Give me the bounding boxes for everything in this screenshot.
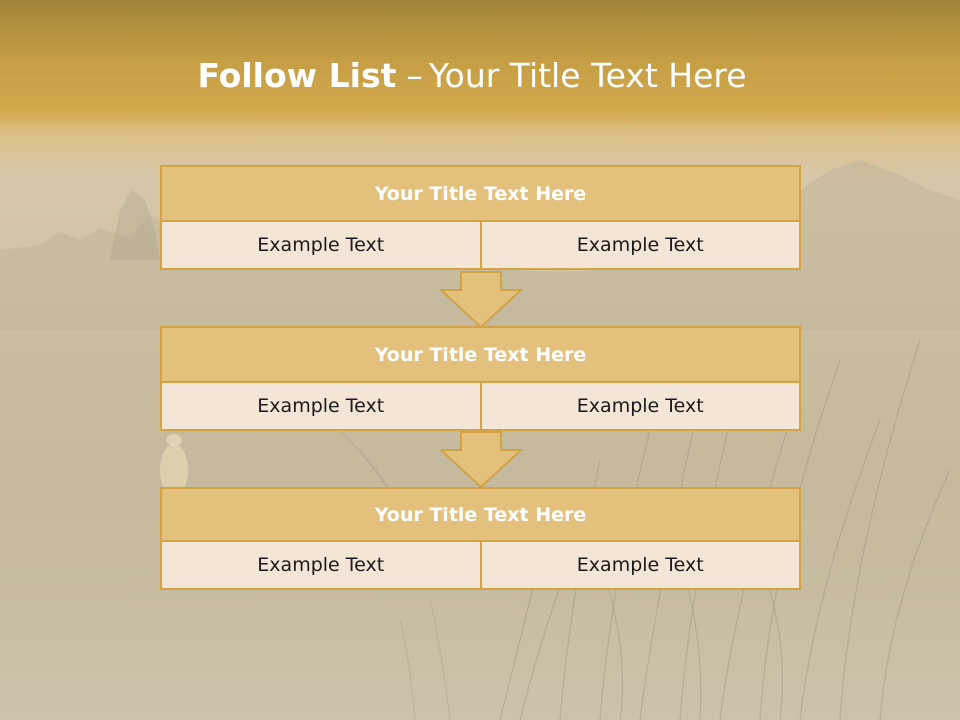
title-main: Follow List [197,56,397,95]
step-title: Your Title Text Here [160,165,801,222]
step-row: Example Text Example Text [160,540,801,590]
title-separator: – [406,56,423,95]
step-1: Your Title Text Here Example Text Exampl… [160,165,801,270]
title-sub: Your Title Text Here [428,56,747,95]
step-row: Example Text Example Text [160,220,801,270]
down-arrow-icon [438,271,524,329]
step-cell-right: Example Text [479,540,801,590]
step-3: Your Title Text Here Example Text Exampl… [160,487,801,590]
step-title: Your Title Text Here [160,326,801,383]
down-arrow-icon [438,431,524,489]
step-row: Example Text Example Text [160,381,801,431]
page-title: Follow List–Your Title Text Here [0,52,944,100]
step-cell-left: Example Text [160,220,482,270]
step-cell-left: Example Text [160,540,482,590]
step-cell-right: Example Text [479,220,801,270]
step-cell-left: Example Text [160,381,482,431]
step-cell-right: Example Text [479,381,801,431]
step-title: Your Title Text Here [160,487,801,542]
step-2: Your Title Text Here Example Text Exampl… [160,326,801,431]
